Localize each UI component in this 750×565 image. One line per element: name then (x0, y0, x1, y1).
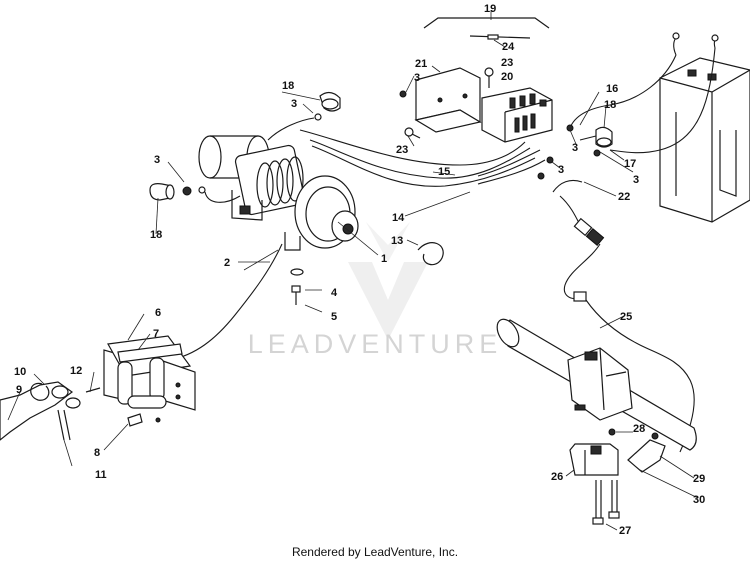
mounting-bracket-icon (414, 67, 482, 133)
callout-9: 9 (16, 384, 22, 396)
callout-3: 3 (558, 164, 564, 176)
terminal-boot-icon (314, 91, 341, 121)
handlebar-switch-icon (496, 318, 697, 451)
bolt-icon (127, 413, 143, 427)
callout-3: 3 (414, 72, 420, 84)
callout-10: 10 (14, 366, 26, 378)
watermark: LEADVENTURE (248, 222, 503, 359)
screw-icon (592, 480, 620, 525)
callout-3: 3 (633, 174, 639, 186)
callout-23: 23 (396, 144, 408, 156)
callout-1: 1 (381, 253, 387, 265)
callout-7: 7 (153, 328, 159, 340)
winch-hook-icon (0, 381, 101, 441)
callout-26: 26 (551, 471, 563, 483)
callout-12: 12 (70, 365, 82, 377)
callout-25: 25 (620, 311, 632, 323)
callout-16: 16 (606, 83, 618, 95)
callout-11: 11 (95, 469, 107, 481)
callout-18: 18 (282, 80, 294, 92)
callout-3: 3 (154, 154, 160, 166)
terminal-boot-icon (595, 126, 613, 148)
callout-3: 3 (291, 98, 297, 110)
callout-23: 23 (501, 57, 513, 69)
callout-17: 17 (624, 158, 636, 170)
callout-13: 13 (391, 235, 403, 247)
callout-28: 28 (633, 423, 645, 435)
callout-29: 29 (693, 473, 705, 485)
callout-27: 27 (619, 525, 631, 537)
wiring-harness-icon (552, 179, 605, 302)
roller-fairlead-icon (103, 335, 196, 423)
callout-24: 24 (502, 41, 515, 53)
callout-2: 2 (224, 257, 230, 269)
clip-icon (417, 242, 444, 266)
bolt-icon (290, 268, 304, 305)
switch-clamp-icon (569, 443, 619, 476)
callout-15: 15 (438, 166, 450, 178)
callout-18: 18 (604, 99, 616, 111)
terminal-boot-icon (149, 183, 206, 201)
callout-5: 5 (331, 311, 337, 323)
watermark-brand: LEADVENTURE (248, 329, 503, 359)
callout-20: 20 (501, 71, 513, 83)
leader-lines (7, 10, 699, 531)
footer-credit: Rendered by LeadVenture, Inc. (291, 545, 459, 559)
callout-8: 8 (94, 447, 100, 459)
callout-21: 21 (415, 58, 427, 70)
winch-motor-icon (198, 135, 359, 251)
callout-19: 19 (484, 3, 496, 15)
battery-icon (659, 57, 750, 223)
screw-icon (399, 67, 494, 139)
callout-30: 30 (693, 494, 705, 506)
leadventure-v-logo-icon (348, 222, 428, 340)
callout-6: 6 (155, 307, 161, 319)
callout-14: 14 (392, 212, 405, 224)
contactor-solenoid-icon (481, 87, 553, 143)
callout-3: 3 (572, 142, 578, 154)
callout-22: 22 (618, 191, 630, 203)
callout-labels: 1 2 3 3 3 3 3 3 4 5 6 7 8 9 10 11 12 13 … (14, 3, 705, 537)
callout-4: 4 (331, 287, 338, 299)
callout-18: 18 (150, 229, 162, 241)
